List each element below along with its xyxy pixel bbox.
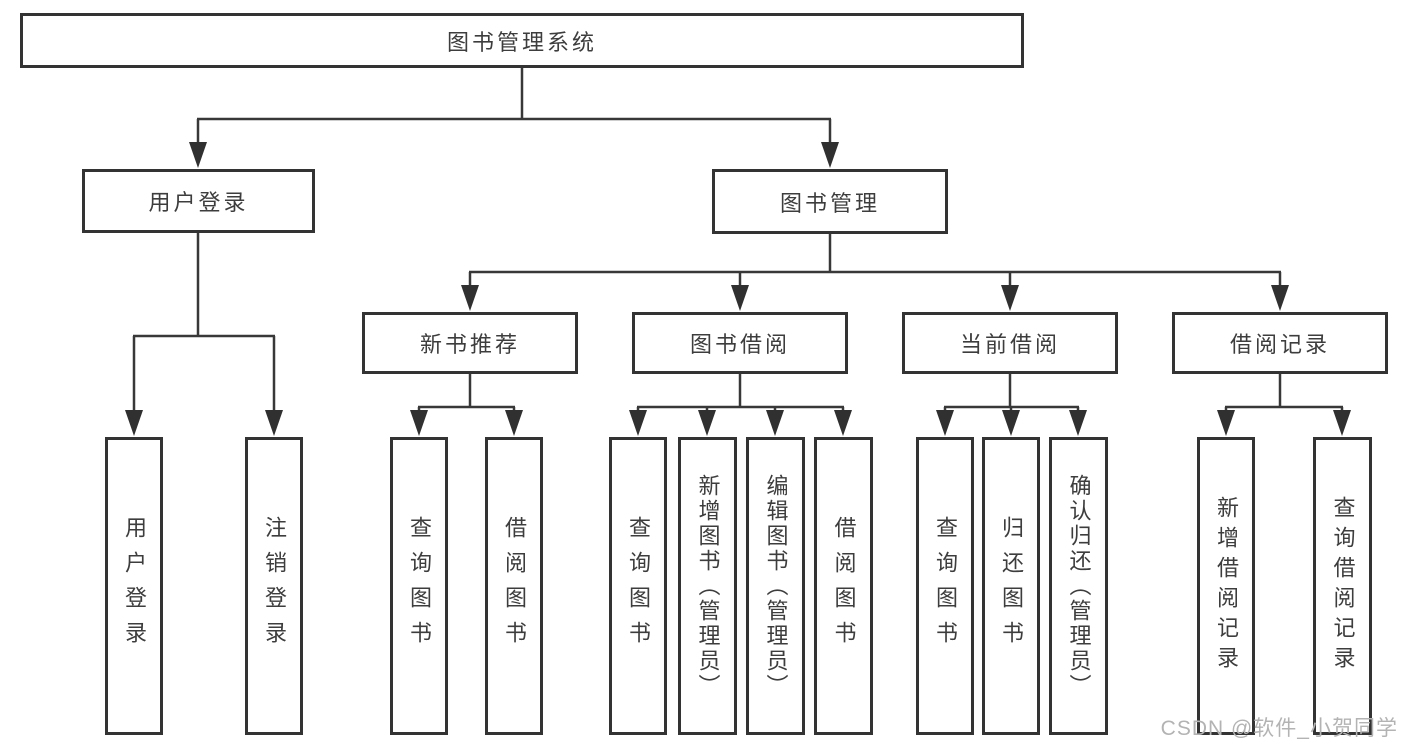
leaf-newbooks-borrow: 借阅图书 [485, 437, 543, 735]
leaf-current-confirm-admin: 确认归还（管理员） [1049, 437, 1108, 735]
arrowhead-icons [125, 142, 1351, 436]
node-new-book-recommend: 新书推荐 [362, 312, 578, 374]
leaf-borrow-query: 查询图书 [609, 437, 667, 735]
node-borrow-records: 借阅记录 [1172, 312, 1388, 374]
node-root-label: 图书管理系统 [446, 29, 597, 55]
leaf-current-query-label: 查询图书 [933, 516, 958, 656]
leaf-newbooks-borrow-label: 借阅图书 [502, 516, 527, 656]
leaf-newbooks-query: 查询图书 [390, 437, 448, 735]
leaf-records-add: 新增借阅记录 [1197, 437, 1255, 735]
node-current-borrow-label: 当前借阅 [959, 332, 1060, 357]
leaf-borrow-borrow: 借阅图书 [814, 437, 873, 735]
node-book-management: 图书管理 [712, 169, 948, 234]
watermark: CSDN @软件_小贺同学 [1160, 717, 1398, 740]
leaf-logout: 注销登录 [245, 437, 303, 735]
leaf-current-confirm-admin-label: 确认归还（管理员） [1066, 473, 1092, 699]
leaf-current-return: 归还图书 [982, 437, 1040, 735]
leaf-current-query: 查询图书 [916, 437, 974, 735]
leaf-newbooks-query-label: 查询图书 [407, 516, 432, 656]
leaf-user-login: 用户登录 [105, 437, 163, 735]
leaf-borrow-edit-admin: 编辑图书（管理员） [746, 437, 805, 735]
node-root: 图书管理系统 [20, 13, 1024, 68]
node-book-management-label: 图书管理 [779, 190, 880, 216]
leaf-borrow-add-admin: 新增图书（管理员） [678, 437, 737, 735]
leaf-borrow-add-admin-label: 新增图书（管理员） [695, 473, 721, 699]
leaf-records-add-label: 新增借阅记录 [1214, 496, 1239, 676]
leaf-current-return-label: 归还图书 [999, 516, 1024, 656]
leaf-borrow-edit-admin-label: 编辑图书（管理员） [763, 473, 789, 699]
leaf-borrow-query-label: 查询图书 [626, 516, 651, 656]
leaf-user-login-label: 用户登录 [122, 516, 147, 656]
node-user-login-label: 用户登录 [148, 190, 249, 215]
leaf-records-query-label: 查询借阅记录 [1330, 496, 1356, 676]
node-borrow-records-label: 借阅记录 [1229, 332, 1330, 357]
node-new-book-recommend-label: 新书推荐 [419, 332, 520, 357]
node-book-borrow: 图书借阅 [632, 312, 848, 374]
leaf-borrow-borrow-label: 借阅图书 [831, 516, 857, 656]
leaf-logout-label: 注销登录 [262, 516, 287, 656]
leaf-records-query: 查询借阅记录 [1313, 437, 1372, 735]
node-book-borrow-label: 图书借阅 [689, 332, 790, 357]
node-user-login: 用户登录 [82, 169, 315, 233]
node-current-borrow: 当前借阅 [902, 312, 1118, 374]
